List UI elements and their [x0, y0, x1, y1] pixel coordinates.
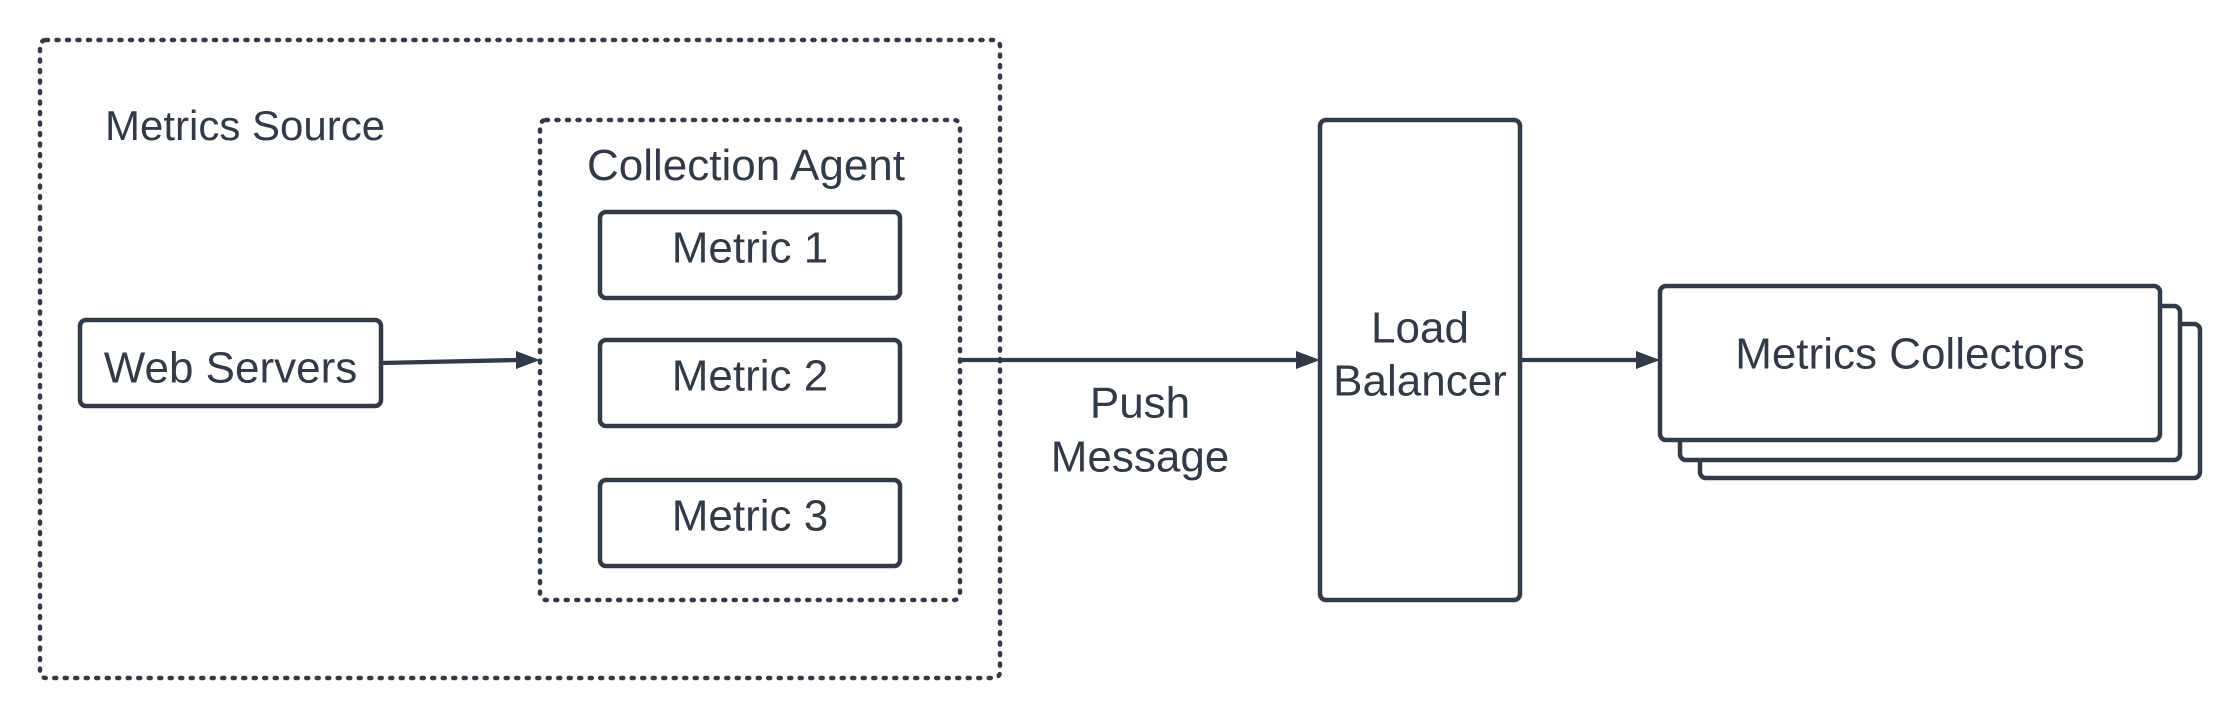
- load-balancer-node: Load Balancer: [1317, 117, 1523, 603]
- load-balancer-line-2: Balancer: [1333, 357, 1507, 406]
- metric-2-box: [597, 337, 903, 429]
- metric-3-node: Metric 3: [597, 477, 903, 569]
- web-servers-label: Web Servers: [104, 344, 358, 393]
- metrics-collectors-node: Metrics Collectors: [1657, 283, 2203, 481]
- collection-agent-label: Collection Agent: [587, 141, 905, 190]
- push-message-label: Push Message: [1051, 379, 1230, 482]
- metric-1-box: [597, 209, 903, 301]
- metric-1-label: Metric 1: [672, 224, 828, 273]
- arrow-load-balancer-to-metrics-collectors: [1520, 351, 1660, 369]
- metrics-collectors-stack-front: [1657, 283, 2163, 443]
- arrowhead-icon: [516, 351, 540, 369]
- metric-3-box: [597, 477, 903, 569]
- push-message-line-2: Message: [1051, 433, 1230, 482]
- arrowhead-icon: [1636, 351, 1660, 369]
- web-servers-node: Web Servers: [77, 317, 384, 409]
- metric-2-label: Metric 2: [672, 352, 828, 401]
- metrics-source-label: Metrics Source: [105, 102, 385, 149]
- metric-2-node: Metric 2: [597, 337, 903, 429]
- push-message-line-1: Push: [1090, 379, 1190, 428]
- arrow-line: [380, 357, 519, 366]
- arrow-web-servers-to-collection-agent: [380, 351, 540, 369]
- metrics-collectors-label: Metrics Collectors: [1735, 330, 2085, 379]
- arrow-collection-agent-to-load-balancer: [960, 351, 1320, 369]
- load-balancer-line-1: Load: [1371, 304, 1469, 353]
- arrowhead-icon: [1296, 351, 1320, 369]
- metric-3-label: Metric 3: [672, 492, 828, 541]
- metric-1-node: Metric 1: [597, 209, 903, 301]
